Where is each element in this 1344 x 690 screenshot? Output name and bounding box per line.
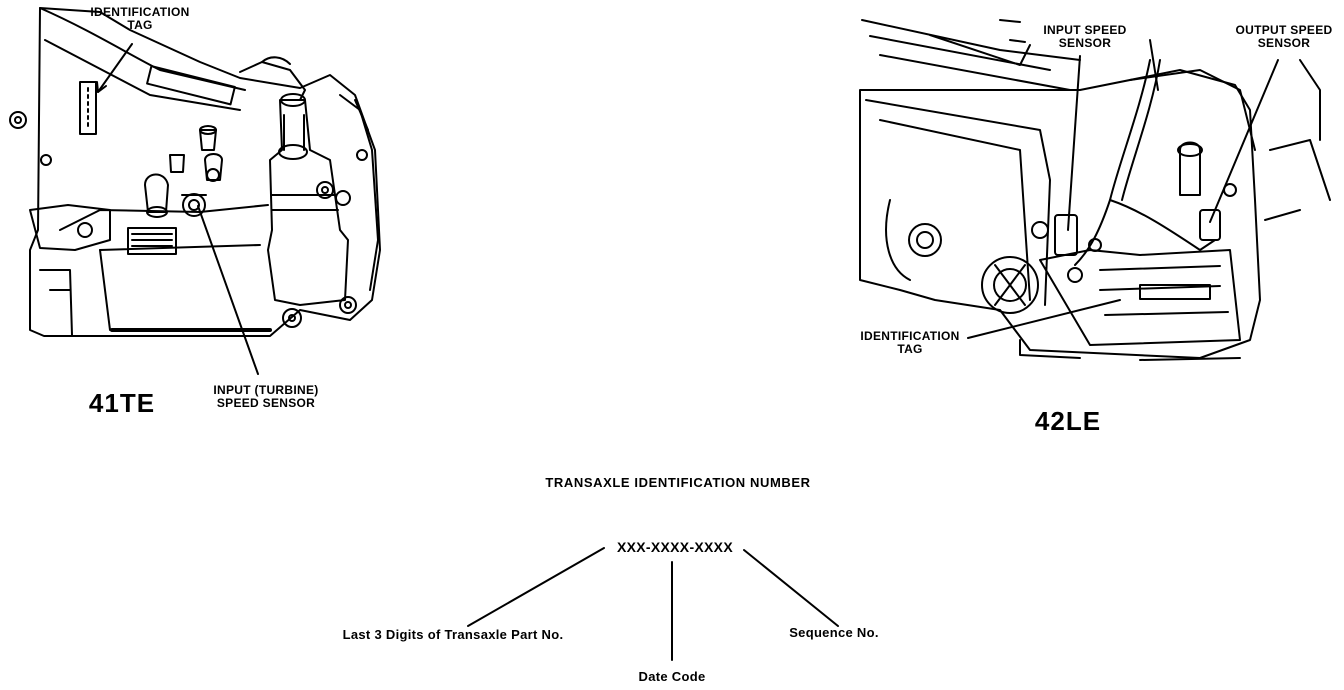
leader-42le-id-tag <box>967 299 1121 339</box>
label-41te-id-tag: IDENTIFICATION TAG <box>90 5 190 32</box>
tin-format-code: XXX-XXXX-XXXX <box>617 539 733 555</box>
leader-part-digits <box>467 547 605 627</box>
model-label-42le: 42LE <box>1034 406 1102 436</box>
leader-41te-input-sensor <box>197 205 259 375</box>
tin-date-code-label: Date Code <box>638 669 706 684</box>
leader-sequence <box>743 549 839 627</box>
leader-42le-output-sensor <box>1209 59 1279 223</box>
label-42le-output-sensor: OUTPUT SPEED SENSOR <box>1235 23 1333 50</box>
model-label-41te: 41TE <box>88 388 156 418</box>
tin-sequence-label: Sequence No. <box>789 625 879 640</box>
tin-part-digits-label: Last 3 Digits of Transaxle Part No. <box>342 627 564 642</box>
leader-41te-id-tag <box>97 43 133 93</box>
tin-title: TRANSAXLE IDENTIFICATION NUMBER <box>545 475 811 490</box>
label-41te-input-sensor: INPUT (TURBINE) SPEED SENSOR <box>213 383 319 410</box>
label-42le-input-sensor: INPUT SPEED SENSOR <box>1043 23 1127 50</box>
label-42le-id-tag: IDENTIFICATION TAG <box>860 329 960 356</box>
leader-42le-input-sensor <box>1067 55 1081 231</box>
